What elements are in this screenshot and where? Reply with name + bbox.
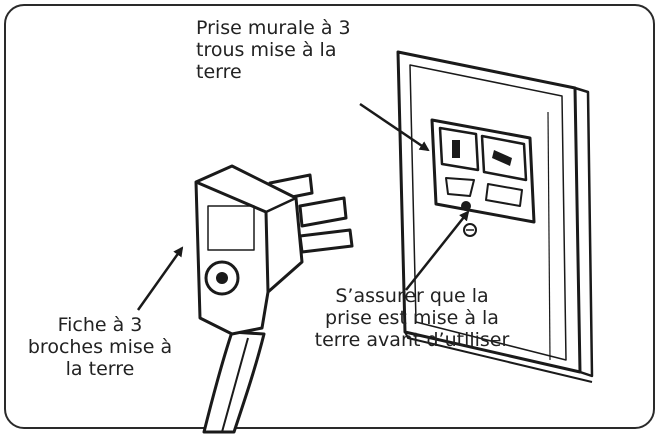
grounding-check-label: S’assurer que la prise est mise à la ter… — [314, 285, 510, 351]
outlet-label: Prise murale à 3 trous mise à la terre — [196, 17, 351, 83]
check-arrow-icon — [405, 210, 470, 291]
slot-left-icon — [452, 140, 460, 158]
ground-hole-icon — [461, 201, 471, 211]
three-prong-plug — [194, 164, 354, 434]
prong-middle-icon — [298, 196, 348, 228]
outlet-arrow-icon — [359, 102, 430, 152]
plug-arrow-icon — [136, 246, 184, 311]
ground-prong-icon — [298, 228, 354, 254]
outlet-receptacle — [430, 118, 536, 237]
slot-right-icon — [492, 150, 512, 166]
plug-label: Fiche à 3 broches mise à la terre — [27, 314, 173, 380]
